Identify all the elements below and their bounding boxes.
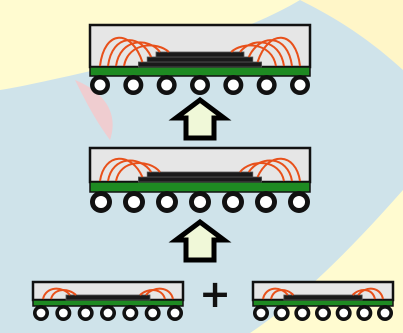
bond-wire	[247, 159, 293, 182]
bond-wire	[357, 287, 384, 300]
solder-ball-highlight	[36, 308, 46, 318]
die-layer	[146, 171, 254, 178]
solder-ball-highlight	[81, 308, 91, 318]
bond-wire	[351, 289, 376, 300]
bond-wire	[239, 41, 285, 67]
solder-ball-highlight	[194, 79, 206, 91]
solder-ball-highlight	[226, 195, 240, 209]
bond-wire	[99, 157, 144, 182]
solder-ball-highlight	[259, 195, 273, 209]
solder-ball-highlight	[161, 79, 173, 91]
bond-wire	[115, 162, 161, 182]
lower-arrow	[168, 218, 232, 263]
solder-ball-highlight	[125, 308, 135, 318]
solder-ball-highlight	[170, 308, 180, 318]
solder-ball-highlight	[297, 308, 307, 318]
solder-ball-highlight	[292, 195, 306, 209]
die-layer	[146, 56, 254, 63]
solder-ball-highlight	[359, 308, 369, 318]
solder-ball-highlight	[261, 79, 273, 91]
solder-ball-highlight	[148, 308, 158, 318]
up-arrow-shape	[168, 218, 232, 263]
background-pink-streak	[75, 80, 113, 140]
solder-ball-highlight	[339, 308, 349, 318]
bond-wire	[115, 41, 161, 67]
bond-wire	[256, 36, 301, 67]
solder-ball-highlight	[256, 308, 266, 318]
solder-ball-highlight	[294, 79, 306, 91]
top-package	[88, 23, 312, 95]
die-layer	[65, 294, 151, 301]
bottom-right-package	[251, 280, 395, 321]
solder-ball-highlight	[127, 195, 141, 209]
bond-wire	[50, 289, 77, 300]
bond-wire	[230, 44, 277, 67]
solder-ball-highlight	[94, 195, 108, 209]
bottom-left-package	[31, 280, 185, 321]
bond-wire	[107, 39, 153, 67]
bond-wire	[145, 287, 174, 300]
bond-wire	[270, 289, 295, 300]
bond-wire	[139, 289, 166, 300]
die-layer	[283, 294, 363, 301]
die-layer	[155, 51, 245, 58]
solder-ball-highlight	[127, 79, 139, 91]
upper-arrow	[168, 96, 232, 141]
solder-ball-highlight	[58, 308, 68, 318]
substrate	[89, 181, 311, 193]
bond-wire	[107, 159, 153, 182]
bond-wire	[247, 39, 293, 67]
bond-wire	[99, 36, 144, 67]
solder-ball-highlight	[227, 79, 239, 91]
solder-ball-highlight	[318, 308, 328, 318]
bond-wire	[256, 157, 301, 182]
solder-ball-highlight	[277, 308, 287, 318]
bond-wire	[239, 162, 285, 182]
solder-ball-highlight	[193, 195, 207, 209]
solder-ball-highlight	[160, 195, 174, 209]
solder-ball-highlight	[103, 308, 113, 318]
bond-wire	[42, 287, 71, 300]
substrate	[89, 66, 311, 77]
solder-ball-highlight	[94, 79, 106, 91]
background-yellow-right	[300, 0, 403, 70]
middle-package	[88, 146, 312, 213]
solder-ball-highlight	[380, 308, 390, 318]
plus-sign: +	[199, 272, 231, 316]
up-arrow-shape	[168, 96, 232, 141]
die-layer	[137, 176, 262, 183]
bond-wire	[262, 287, 289, 300]
die-layer	[137, 61, 262, 68]
bond-wire	[123, 44, 170, 67]
